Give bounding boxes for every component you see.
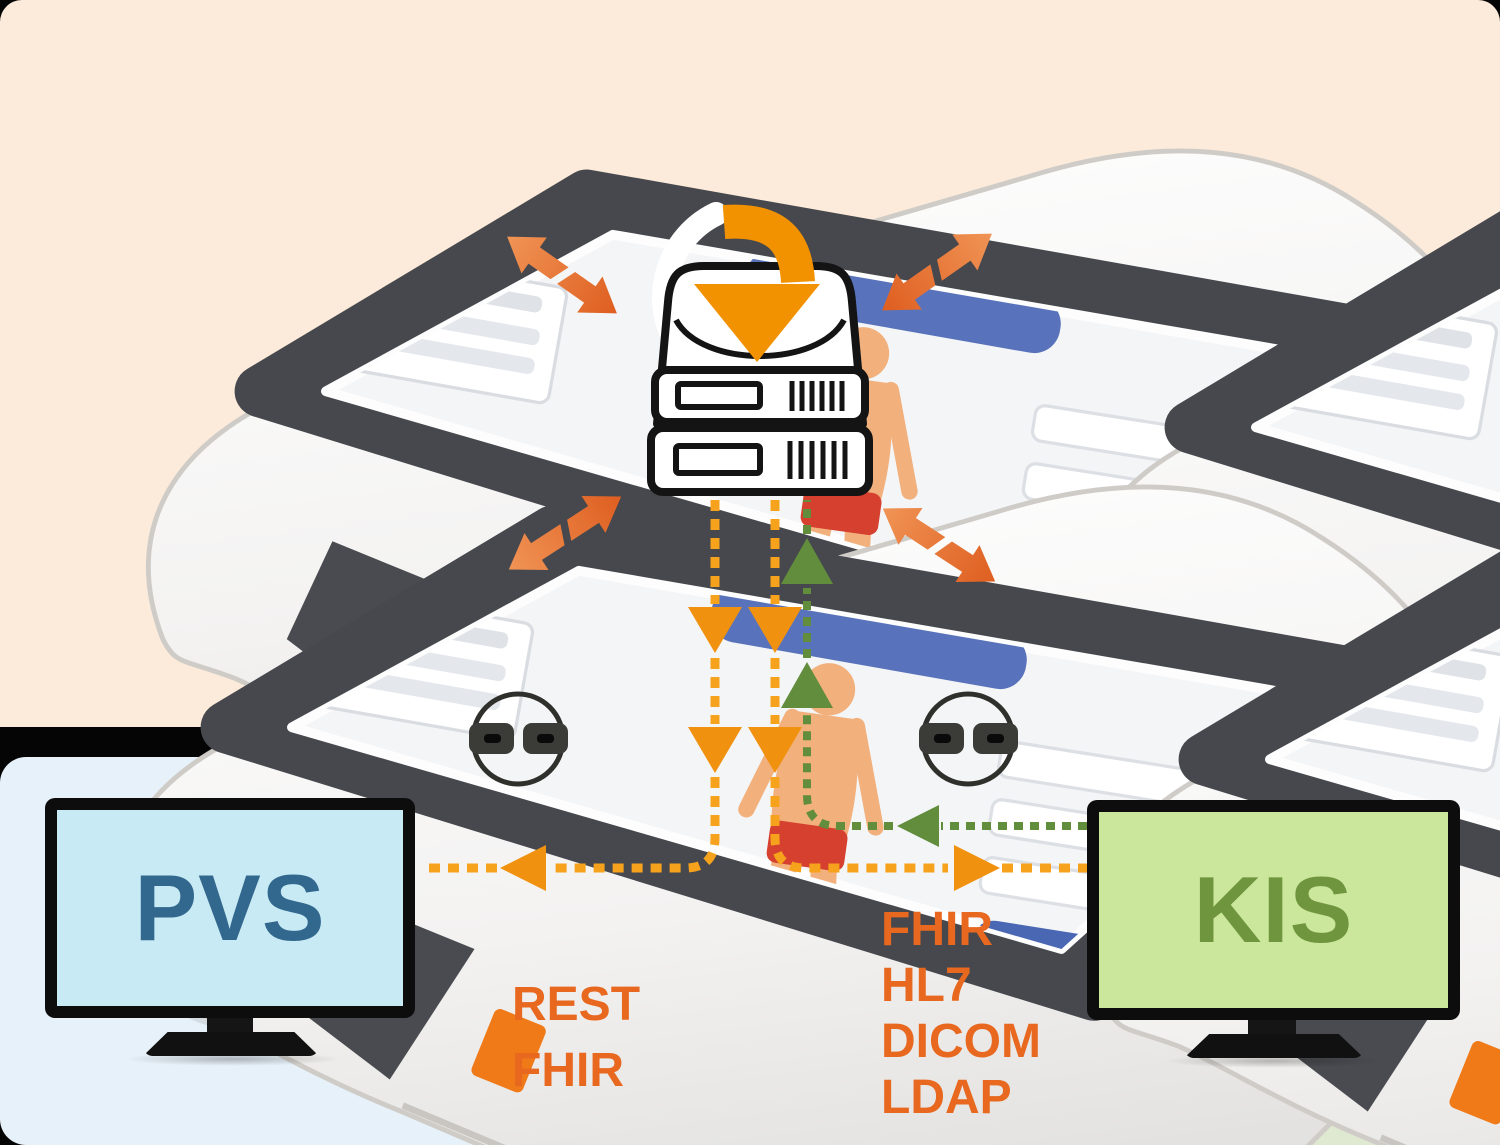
kis-protocol-hl7: HL7 [881, 959, 972, 1012]
connection-server-to-kis [748, 500, 1087, 891]
pvs-protocol-fhir: FHIR [512, 1044, 624, 1097]
kis-protocol-fhir: FHIR [881, 903, 993, 956]
pvs-monitor-base [143, 1032, 319, 1056]
kis-monitor-base [1184, 1034, 1364, 1058]
pvs-protocol-list: REST FHIR [512, 972, 640, 1104]
kis-protocol-dicom: DICOM [881, 1015, 1041, 1068]
kis-monitor: KIS [1087, 800, 1460, 1020]
connection-kis-to-server [781, 500, 1087, 847]
pvs-protocol-rest: REST [512, 978, 641, 1031]
pvs-label: PVS [134, 855, 326, 960]
kis-monitor-stand [1248, 1020, 1296, 1036]
pvs-monitor-stand [207, 1018, 253, 1034]
connection-server-to-pvs [425, 500, 742, 891]
kis-protocol-ldap: LDAP [881, 1071, 1012, 1124]
server-stack-download-icon [647, 202, 873, 496]
kis-protocol-list: FHIR HL7 DICOM LDAP [881, 902, 1041, 1126]
kis-label: KIS [1193, 857, 1354, 962]
pvs-monitor: PVS [45, 798, 415, 1018]
